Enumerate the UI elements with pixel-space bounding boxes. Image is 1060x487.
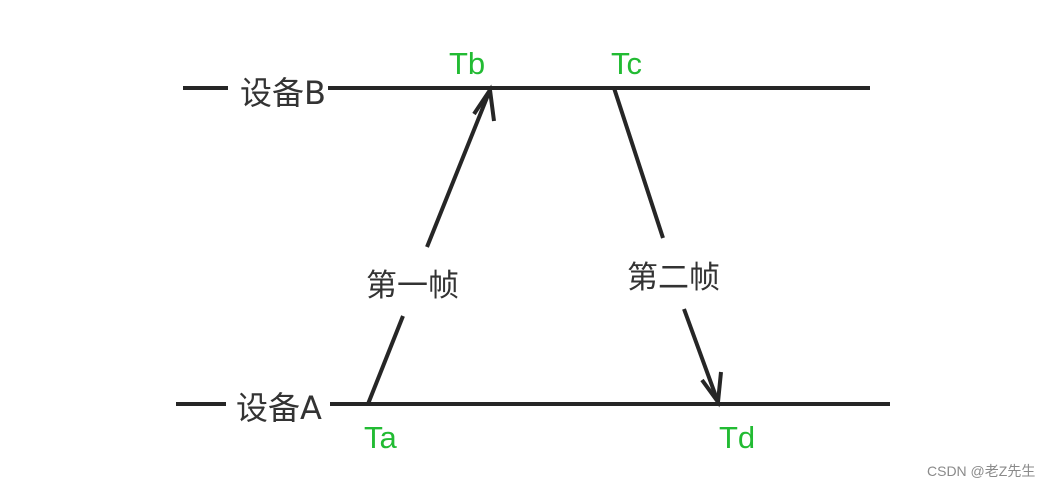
first-frame-arrow-lower	[366, 315, 405, 405]
first-frame-arrowhead	[472, 84, 496, 122]
timestamp-ta: Ta	[364, 420, 398, 455]
timestamp-tb: Tb	[449, 46, 485, 81]
second-frame-label: 第二帧	[627, 260, 720, 296]
timestamp-tc: Tc	[611, 46, 642, 81]
first-frame-label: 第一帧	[366, 268, 459, 304]
first-frame-arrow-upper	[425, 89, 492, 248]
second-frame-arrowhead	[700, 371, 723, 408]
device-a-label: 设备A	[236, 389, 322, 427]
device-b-label: 设备B	[240, 74, 326, 112]
timestamp-td: Td	[719, 420, 755, 455]
watermark: CSDN @老Z先生	[927, 463, 1035, 479]
second-frame-arrow-lower	[682, 308, 720, 403]
second-frame-arrow-upper	[612, 87, 665, 239]
